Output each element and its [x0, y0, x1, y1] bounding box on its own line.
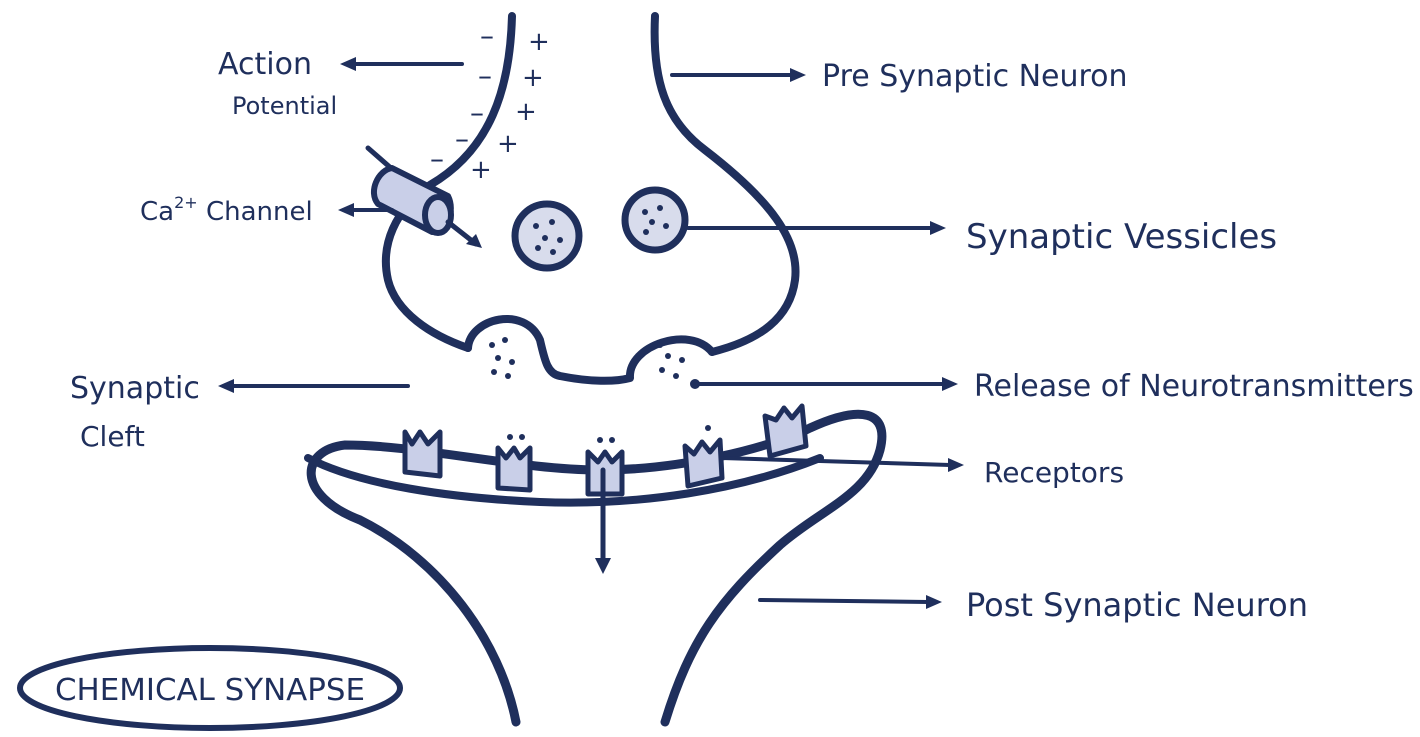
positive-charge: + [470, 155, 492, 185]
label-arrows [218, 57, 964, 609]
label-action: Action [218, 47, 312, 82]
synaptic-vesicle [515, 204, 579, 268]
synaptic-vesicle [625, 190, 685, 250]
arrow-head-icon [338, 203, 354, 217]
positive-charge: + [497, 129, 519, 159]
negative-charge: – [480, 19, 494, 52]
positive-charge: + [522, 63, 544, 93]
arrow-head-icon [948, 458, 964, 472]
ca-superscript: 2+ [174, 193, 198, 212]
receptor [685, 425, 722, 486]
arrow-head-icon [340, 57, 356, 71]
label-pre-synaptic-neuron: Pre Synaptic Neuron [822, 59, 1128, 94]
label-post-synaptic-neuron: Post Synaptic Neuron [966, 586, 1308, 624]
arrow-head-icon [790, 68, 806, 82]
arrow-head-icon [595, 558, 611, 574]
receptor [405, 432, 440, 476]
arrow-head-icon [942, 377, 958, 391]
arrow-head-icon [930, 221, 946, 235]
negative-charge: – [430, 142, 444, 175]
receptor [498, 434, 530, 490]
label-release-neurotransmitters: Release of Neurotransmitters [974, 369, 1414, 404]
ca-text: Ca [140, 197, 174, 227]
arrow-head-icon [926, 595, 942, 609]
channel-text: Channel [198, 197, 313, 227]
arrow-head-icon [218, 379, 234, 393]
pre-synaptic-membrane-right [655, 16, 796, 352]
label-synaptic-cleft-line2: Cleft [80, 420, 145, 453]
label-synaptic-cleft-line1: Synaptic [70, 371, 200, 406]
negative-charge: – [455, 122, 469, 155]
label-synaptic-vesicles: Synaptic Vessicles [966, 217, 1277, 257]
label-ca-channel: Ca2+ Channel [140, 193, 313, 227]
label-potential: Potential [232, 92, 337, 120]
receptor [765, 406, 806, 456]
negative-charge: – [470, 96, 484, 129]
positive-charge: + [515, 97, 537, 127]
negative-charge: – [478, 59, 492, 92]
membrane-charges: – – – – – + + + + + [430, 19, 550, 185]
pre-synaptic-membrane-bottom [468, 319, 712, 381]
label-receptors: Receptors [984, 456, 1124, 489]
positive-charge: + [528, 27, 550, 57]
diagram-title: CHEMICAL SYNAPSE [55, 673, 365, 708]
